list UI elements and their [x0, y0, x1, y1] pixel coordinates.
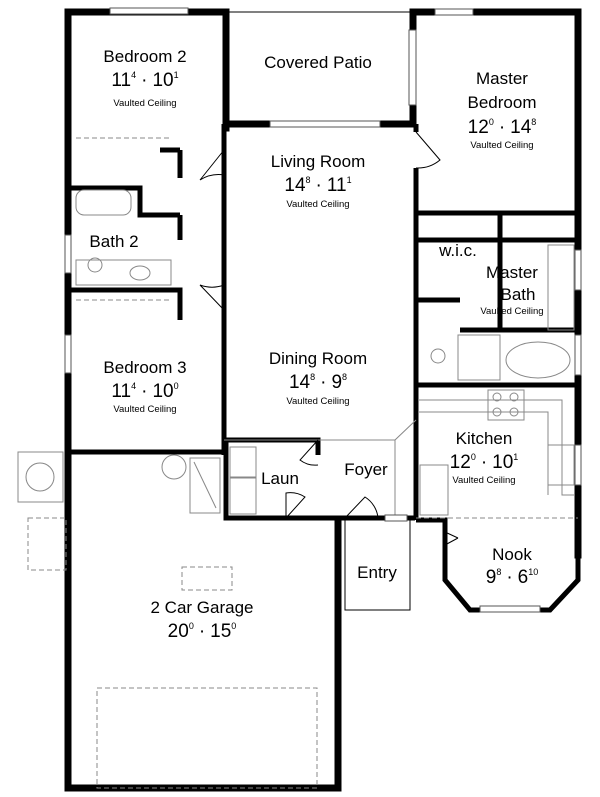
room-name: Bath — [501, 285, 536, 304]
vanity — [75, 259, 172, 286]
window — [109, 7, 189, 15]
room-name: Bedroom — [468, 93, 537, 112]
room-bedroom-3: Bedroom 3 114·100 Vaulted Ceiling — [103, 358, 186, 415]
room-dining-room: Dining Room 148·98 Vaulted Ceiling — [269, 349, 367, 407]
toilet — [87, 257, 103, 273]
room-name: Laun — [261, 469, 299, 488]
room-foyer: Foyer — [344, 460, 388, 479]
room-name: Nook — [492, 545, 532, 564]
dryer — [229, 477, 257, 515]
room-name: Foyer — [344, 460, 388, 479]
room-name: Bedroom 2 — [103, 47, 186, 66]
door — [344, 496, 379, 519]
ceiling-note: Vaulted Ceiling — [113, 404, 176, 415]
room-bath-2: Bath 2 — [89, 232, 138, 251]
ceiling-note: Vaulted Ceiling — [286, 396, 349, 407]
window — [269, 120, 381, 128]
room-dimensions: 114·101 — [111, 70, 178, 91]
window — [408, 29, 417, 106]
room-name: Dining Room — [269, 349, 367, 368]
shower — [457, 334, 501, 381]
room-dimensions: 114·100 — [111, 381, 178, 402]
window — [64, 234, 72, 274]
room-laundry: Laun — [261, 469, 299, 488]
window — [434, 8, 474, 16]
room-dimensions: 120·101 — [450, 452, 519, 473]
room-name: w.i.c. — [438, 241, 477, 260]
room-name: Covered Patio — [264, 53, 372, 72]
kitchen-sink — [547, 444, 575, 486]
utility-sink — [189, 457, 221, 514]
room-name: Master — [476, 69, 528, 88]
water-heater — [161, 454, 187, 480]
room-dimensions: 98·610 — [486, 567, 539, 588]
toilet — [430, 348, 446, 364]
windows — [64, 7, 582, 613]
room-garage: 2 Car Garage 200·150 — [151, 598, 254, 642]
refrigerator — [419, 464, 449, 516]
side-pad — [27, 517, 67, 571]
room-master-bath: Master Bath Vaulted Ceiling — [480, 263, 543, 317]
room-wic: w.i.c. — [438, 241, 477, 260]
ceiling-note: Vaulted Ceiling — [452, 475, 515, 486]
room-name: Entry — [357, 563, 397, 582]
door — [199, 149, 225, 181]
room-kitchen: Kitchen 120·101 Vaulted Ceiling — [450, 429, 519, 486]
room-dimensions: 200·150 — [168, 621, 237, 642]
room-bedroom-2: Bedroom 2 114·101 Vaulted Ceiling — [103, 47, 186, 109]
room-nook: Nook 98·610 — [486, 545, 539, 588]
sink — [129, 265, 151, 281]
door — [415, 131, 441, 169]
ceiling-note: Vaulted Ceiling — [470, 140, 533, 151]
window — [64, 334, 72, 374]
window — [574, 334, 582, 376]
door — [285, 492, 306, 520]
room-name: 2 Car Garage — [151, 598, 254, 617]
tub — [505, 341, 571, 379]
room-name: Bath 2 — [89, 232, 138, 251]
range — [487, 389, 525, 421]
ceiling-note: Vaulted Ceiling — [286, 199, 349, 210]
door — [444, 531, 459, 546]
doors — [199, 131, 459, 546]
window — [384, 514, 408, 522]
vanity — [547, 244, 575, 331]
door — [299, 439, 319, 466]
room-dimensions: 120·148 — [468, 117, 537, 138]
fixtures — [17, 137, 578, 789]
room-covered-patio: Covered Patio — [264, 53, 372, 72]
ceiling-note: Vaulted Ceiling — [480, 306, 543, 317]
window — [479, 605, 541, 613]
door — [199, 284, 225, 311]
ceiling-note: Vaulted Ceiling — [113, 98, 176, 109]
room-name: Kitchen — [456, 429, 513, 448]
room-name: Master — [486, 263, 538, 282]
room-entry: Entry — [357, 563, 397, 582]
window — [574, 249, 582, 291]
room-dimensions: 148·111 — [284, 175, 351, 196]
garage-door — [96, 687, 318, 789]
bathtub — [75, 189, 132, 216]
room-living-room: Living Room 148·111 Vaulted Ceiling — [271, 152, 366, 210]
attic-access — [181, 566, 233, 591]
room-master-bedroom: Master Bedroom 120·148 Vaulted Ceiling — [468, 69, 537, 151]
room-name: Living Room — [271, 152, 366, 171]
room-name: Bedroom 3 — [103, 358, 186, 377]
room-dimensions: 148·98 — [289, 372, 347, 393]
washer — [229, 446, 257, 478]
window — [574, 444, 582, 486]
ac-unit — [17, 451, 64, 503]
